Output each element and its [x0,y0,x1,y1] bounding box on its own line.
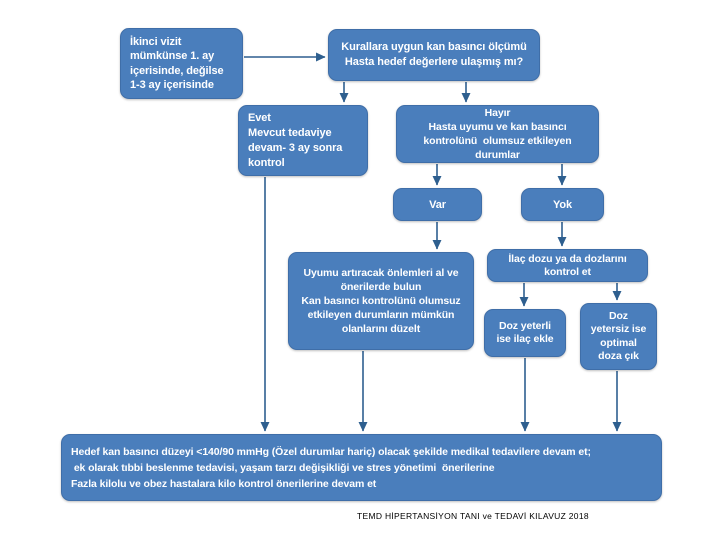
node-line: kontrol [248,156,285,169]
node-line: Hasta uyumu ve kan basıncı [428,121,567,133]
node-yok[interactable]: Yok [521,188,604,221]
node-line: yetersiz ise [590,323,647,335]
node-line: Doz [609,309,628,322]
node-line: 1-3 ay içerisinde [130,79,214,91]
node-var[interactable]: Var [393,188,482,221]
node-line: Hasta hedef değerlere ulaşmış mı? [344,56,524,68]
node-line: devam- 3 ay sonra [248,141,343,154]
node-line: doza çık [598,350,639,362]
node-uyumu-artiracak-onlemler[interactable]: Uyumu artıracak önlemleri al ve öneriler… [288,252,474,350]
node-line: içerisinde, değilse [130,64,224,77]
node-kurallara-uygun-olcum[interactable]: Kurallara uygun kan basıncı ölçümü Hasta… [328,29,540,81]
node-hedef-kan-basinci[interactable]: Hedef kan basıncı düzeyi <140/90 mmHg (Ö… [61,434,662,501]
node-line: Var [429,198,446,211]
node-line: önerilerde bulun [340,281,422,293]
node-line: Yok [552,198,573,211]
node-line: mümkünse 1. ay [130,50,215,62]
node-line: Evet [248,111,271,124]
node-ilac-dozu-kontrol[interactable]: İlaç dozu ya da dozlarını kontrol et [487,249,648,282]
node-doz-yeterli-ilac-ekle[interactable]: Doz yeterli ise ilaç ekle [484,309,566,357]
node-line: Hedef kan basıncı düzeyi <140/90 mmHg (Ö… [71,445,591,458]
node-line: durumlar [475,149,520,161]
node-ikinci-vizit[interactable]: İkinci vizit mümkünse 1. ay içerisinde, … [120,28,243,99]
node-line: optimal [600,336,637,349]
node-line: ek olarak tıbbi beslenme tedavisi, yaşam… [71,461,495,474]
node-line: olanlarını düzelt [341,323,421,335]
node-line: İkinci vizit [130,35,182,48]
node-line: Fazla kilolu ve obez hastalara kilo kont… [71,477,377,490]
footer-caption: TEMD HİPERTANSİYON TANI ve TEDAVİ KILAVU… [357,511,589,521]
node-line: ise ilaç ekle [496,333,554,345]
node-line: Mevcut tedaviye [248,126,332,139]
node-line: İlaç dozu ya da dozlarını [508,252,627,265]
node-line: kontrolünü olumsuz etkileyen [423,135,572,147]
node-evet-mevcut-tedavi[interactable]: Evet Mevcut tedaviye devam- 3 ay sonra k… [238,105,368,176]
node-line: Kan basıncı kontrolünü olumsuz [301,295,461,307]
node-line: Kurallara uygun kan basıncı ölçümü [341,41,527,53]
node-line: Doz yeterli [499,319,551,332]
node-doz-yetersiz-optimal-doz[interactable]: Doz yetersiz ise optimal doza çık [580,303,657,370]
node-hayir-hasta-uyumu[interactable]: Hayır Hasta uyumu ve kan basıncı kontrol… [396,105,599,163]
node-line: etkileyen durumların mümkün [307,309,455,321]
node-line: Uyumu artıracak önlemleri al ve [303,267,459,279]
node-line: Hayır [484,107,511,119]
node-line: kontrol et [544,265,591,278]
